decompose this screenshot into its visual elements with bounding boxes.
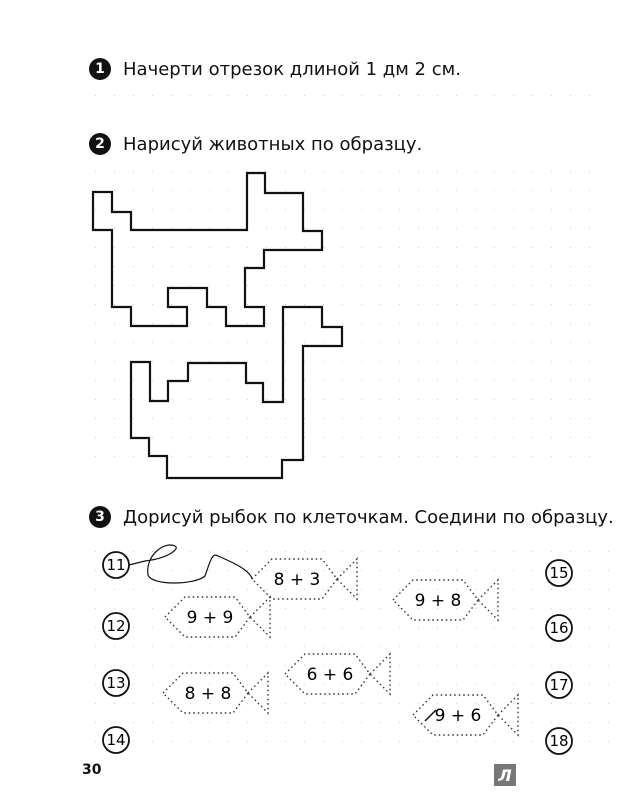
number-label: 18 xyxy=(549,732,568,750)
grid-dots-2 xyxy=(90,165,590,465)
circle-outline xyxy=(545,614,573,642)
animal-outline-dog xyxy=(91,171,324,328)
fish-expression: 6 + 6 xyxy=(307,665,354,685)
number-label: 15 xyxy=(549,564,568,582)
fish-tail xyxy=(477,578,499,622)
task-number: 2 xyxy=(89,133,111,155)
fish[interactable]: 9 + 9 xyxy=(164,595,271,639)
fish[interactable]: 8 + 3 xyxy=(251,557,358,601)
fish-expression: 9 + 9 xyxy=(187,608,234,628)
page-number: 30 xyxy=(82,762,102,778)
number-circle-left[interactable]: 14 xyxy=(102,726,130,754)
circle-outline xyxy=(545,559,573,587)
circle-outline xyxy=(545,671,573,699)
fish-tail xyxy=(336,557,358,601)
fish-tail xyxy=(497,693,519,737)
fish-body xyxy=(412,694,499,736)
fish[interactable]: 6 + 6 xyxy=(284,652,391,696)
number-label: 11 xyxy=(106,556,125,574)
number-circle-left[interactable]: 13 xyxy=(102,669,130,697)
grid-dots-1 xyxy=(90,90,590,110)
fish-body xyxy=(164,596,251,638)
number-label: 12 xyxy=(106,617,125,635)
circle-outline xyxy=(102,726,130,754)
number-circle-right[interactable]: 15 xyxy=(545,559,573,587)
task-text: Начерти отрезок длиной 1 дм 2 см. xyxy=(123,58,461,80)
number-label: 17 xyxy=(549,676,568,694)
task-number: 3 xyxy=(89,506,111,528)
task-text: Нарисуй животных по образцу. xyxy=(123,133,423,155)
fish-body xyxy=(251,558,338,600)
number-label: 13 xyxy=(106,674,125,692)
connecting-line xyxy=(128,544,253,584)
circle-outline xyxy=(102,612,130,640)
publisher-logo: Л xyxy=(494,764,516,786)
task-3: 3 Дорисуй рыбок по клеточкам. Соедини по… xyxy=(89,506,614,528)
number-circle-right[interactable]: 17 xyxy=(545,671,573,699)
fish[interactable]: 9 + 8 xyxy=(392,578,499,622)
fish-tail xyxy=(249,595,271,639)
animal-outline-2 xyxy=(129,305,344,480)
fish[interactable]: 8 + 8 xyxy=(162,671,269,715)
number-circle-left[interactable]: 11 xyxy=(102,551,130,579)
number-label: 16 xyxy=(549,619,568,637)
number-circle-left[interactable]: 12 xyxy=(102,612,130,640)
task-text: Дорисуй рыбок по клеточкам. Соедини по о… xyxy=(123,506,614,528)
fish-tail xyxy=(369,652,391,696)
fish-tail xyxy=(247,671,269,715)
fish-body xyxy=(284,653,371,695)
task-2: 2 Нарисуй животных по образцу. xyxy=(89,133,422,155)
number-circle-right[interactable]: 18 xyxy=(545,727,573,755)
fish-body xyxy=(392,579,479,621)
fish-expression: 8 + 3 xyxy=(274,570,321,590)
fish-expression: 9 + 6 xyxy=(435,706,482,726)
grid-dots-3 xyxy=(90,545,610,755)
fish[interactable]: 9 + 6 xyxy=(412,693,519,737)
number-label: 14 xyxy=(106,731,125,749)
fish-expression: 9 + 8 xyxy=(415,591,462,611)
fish-body xyxy=(162,672,249,714)
task-1: 1 Начерти отрезок длиной 1 дм 2 см. xyxy=(89,58,461,80)
circle-outline xyxy=(545,727,573,755)
pencil-mark xyxy=(424,709,437,722)
number-circle-right[interactable]: 16 xyxy=(545,614,573,642)
task-number: 1 xyxy=(89,58,111,80)
circle-outline xyxy=(102,669,130,697)
fish-expression: 8 + 8 xyxy=(185,684,232,704)
circle-outline xyxy=(102,551,130,579)
